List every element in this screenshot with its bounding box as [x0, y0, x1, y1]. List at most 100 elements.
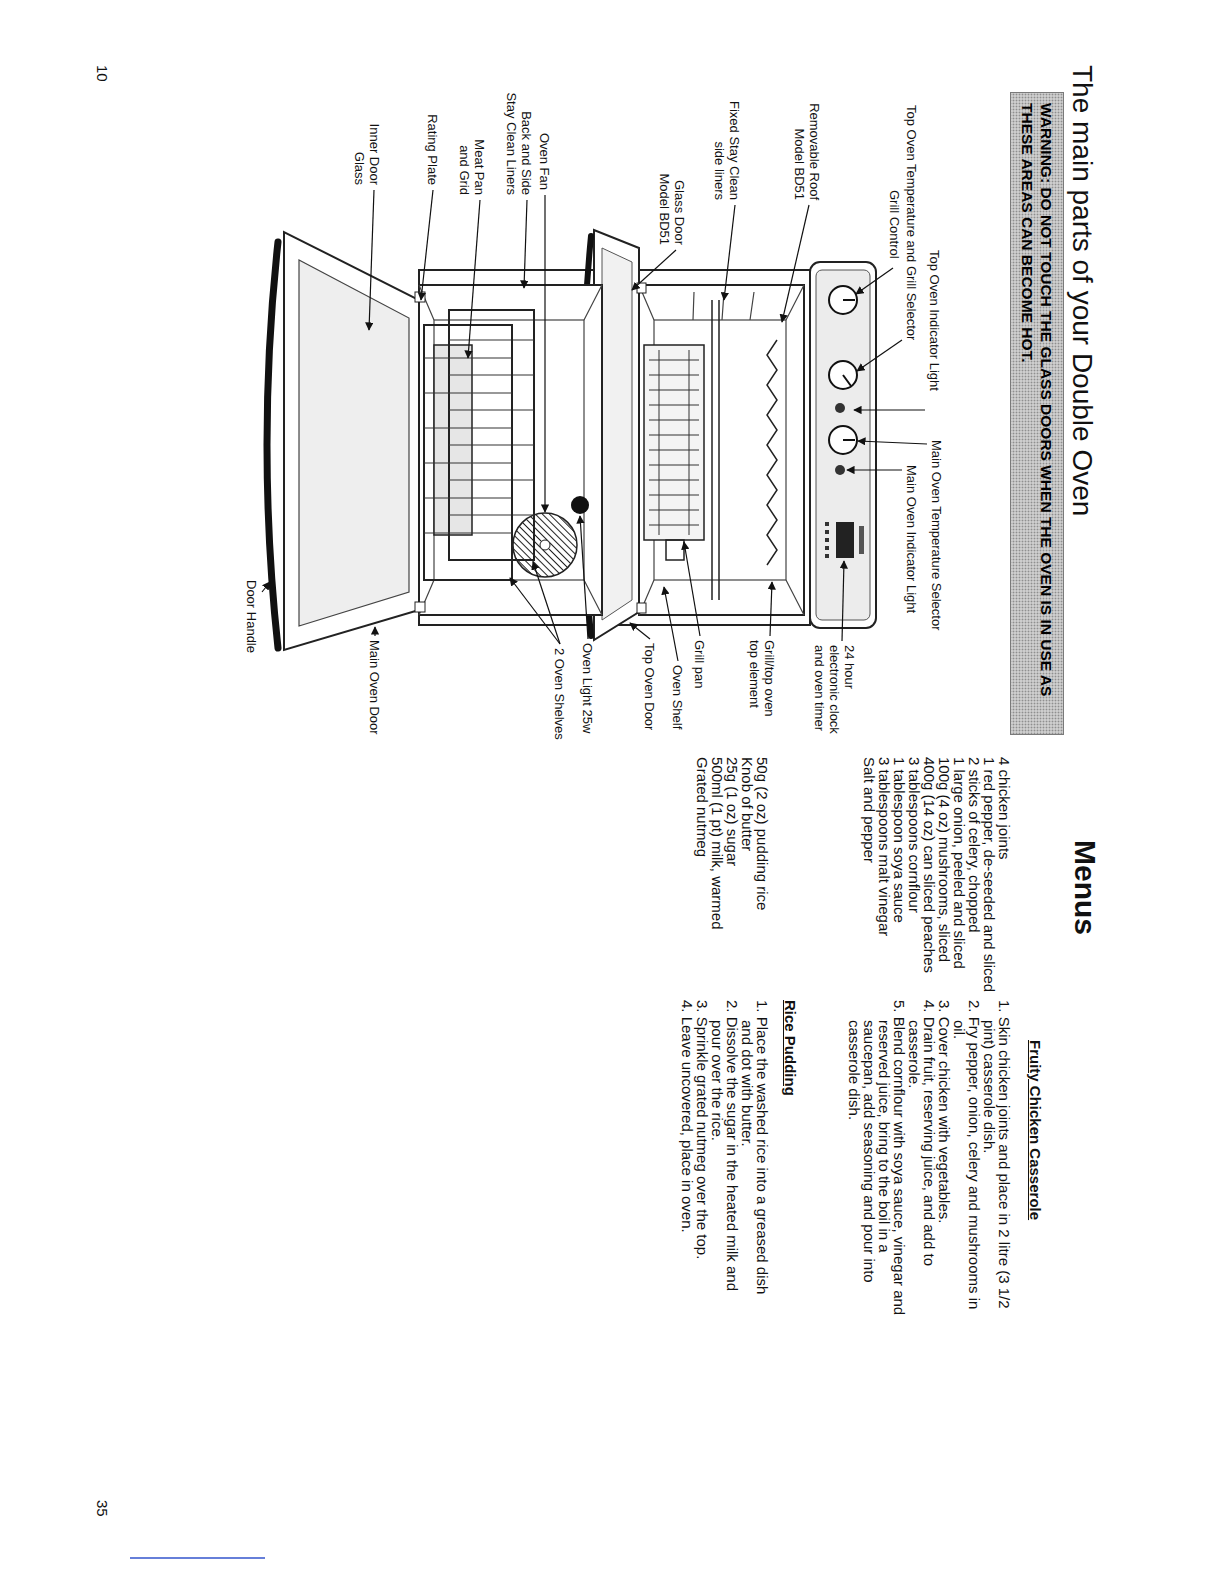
part-label: Grill/top oven top element: [747, 640, 777, 725]
leader-line: [374, 627, 375, 636]
page-number: 10: [95, 65, 110, 82]
leader-line: [684, 542, 700, 636]
leader-line: [524, 200, 527, 288]
clock-display: [836, 522, 854, 558]
part-label: Top Oven Indicator Light: [927, 250, 942, 391]
part-label: 24 hour electronic clock and oven timer: [812, 645, 857, 740]
fan-hub: [540, 540, 550, 550]
ingredient-line: 25g (1 oz) sugar: [725, 757, 740, 997]
method-step: 1. Skin chicken joints and place in 2 li…: [982, 1000, 1012, 1320]
method-step: 2. Fry pepper, onion, celery and mushroo…: [952, 1000, 982, 1320]
page-number: 35: [95, 1500, 110, 1517]
ingredient-line: 3 tablespoons malt vinegar: [877, 757, 892, 997]
leader-line: [724, 205, 735, 300]
oven-light: [571, 496, 589, 514]
oven-fan: [513, 513, 577, 577]
top-oven-shelf: [712, 300, 719, 600]
method-column: 1. Skin chicken joints and place in 2 li…: [847, 1000, 1012, 1320]
leader-line: [544, 195, 545, 512]
part-label: Top Oven Door: [642, 643, 657, 730]
leader-line: [858, 441, 927, 444]
clock-buttons: [825, 522, 829, 558]
ingredient-line: Salt and pepper: [862, 757, 877, 997]
page-title: The main parts of your Double Oven: [1066, 65, 1098, 516]
ingredient-column: 50g (2 oz) pudding riceKnob of butter25g…: [695, 757, 770, 997]
part-label: Door Handle: [244, 580, 259, 653]
warning-text: WARNING: DO NOT TOUCH THE GLASS DOORS WH…: [1018, 103, 1056, 724]
part-label: Top Oven Temperature and Grill Selector: [904, 105, 919, 340]
part-label: Glass Door Model BD51: [657, 165, 687, 245]
grill-pan: [644, 345, 704, 540]
main-oven-door: [284, 232, 419, 650]
grill-grid: [649, 350, 699, 535]
leader-line: [262, 582, 270, 592]
ingredient-line: Knob of butter: [740, 757, 755, 997]
ingredient-line: 1 red pepper, de-seeded and sliced: [982, 757, 997, 997]
part-label: Grill Control: [887, 190, 902, 259]
shelf-bars: [424, 358, 512, 533]
oven-shelf: [424, 325, 512, 580]
ingredient-line: 2 sticks of celery, chopped: [967, 757, 982, 997]
ingredient-line: 1 tablespoon soya sauce: [892, 757, 907, 997]
method-step: 3. Cover chicken with vegetables.: [937, 1000, 952, 1320]
ingredient-line: Grated nutmeg: [695, 757, 710, 997]
part-label: Grill pan: [692, 640, 707, 688]
part-label: Rating Plate: [425, 114, 440, 185]
leader-line: [468, 200, 480, 358]
leader-line: [782, 205, 809, 322]
recipe-heading: Fruity Chicken Casserole: [1028, 1040, 1043, 1220]
part-label: 2 Oven Shelves: [552, 648, 567, 740]
ingredient-line: 1 large onion, peeled and sliced: [952, 757, 967, 997]
leader-line: [664, 587, 678, 661]
leader-line: [842, 561, 844, 641]
main-oven-back: [434, 320, 584, 580]
top-door-glass: [602, 248, 632, 620]
leader-lines: [262, 190, 927, 661]
part-label: Fixed Stay Clean side liners: [712, 92, 742, 200]
part-label: Inner Door Glass: [352, 119, 382, 185]
part-label: Main Oven Temperature Selector: [929, 440, 944, 631]
cavity-edges: [419, 285, 602, 615]
indicator-light: [835, 465, 845, 475]
ingredient-line: 100g (4 oz) mushrooms, sliced: [937, 757, 952, 997]
ingredient-line: 4 chicken joints: [997, 757, 1012, 997]
part-label: Back and Side Stay Clean Liners: [504, 89, 534, 195]
method-step: 1. Place the washed rice into a greased …: [740, 1000, 770, 1320]
part-label: Meat Pan and Grid: [457, 133, 487, 195]
control-panel: [810, 262, 876, 628]
meat-pan: [434, 345, 472, 535]
brand-mark: [859, 526, 864, 554]
leader-line: [857, 340, 902, 371]
inner-door-glass: [299, 260, 409, 626]
main-door-handle: [267, 242, 278, 648]
part-label: Oven Fan: [537, 133, 552, 190]
part-label: Removable Roof Model BD51: [792, 90, 822, 200]
part-label: Main Oven Door: [367, 640, 382, 735]
leader-line: [847, 469, 902, 470]
method-step: 4. Drain fruit, reserving juice, and add…: [907, 1000, 937, 1320]
oven-shelf: [449, 310, 534, 560]
warning-band: WARNING: DO NOT TOUCH THE GLASS DOORS WH…: [1010, 92, 1064, 735]
method-step: 5. Blend cornflour with soya sauce, vine…: [847, 1000, 907, 1320]
main-oven-cavity: [419, 285, 602, 615]
grill-element: [767, 340, 777, 565]
method-step: 3. Sprinkle grated nutmeg over the top.: [695, 1000, 710, 1320]
panel-band: [816, 270, 870, 620]
leader-line: [856, 268, 893, 294]
hinge: [415, 292, 425, 302]
leader-line: [770, 582, 772, 636]
leader-line: [854, 409, 925, 410]
leader-line: [510, 578, 560, 644]
indicator-light: [835, 403, 845, 413]
leader-line: [533, 562, 560, 644]
method-column: 1. Place the washed rice into a greased …: [680, 1000, 770, 1320]
part-label: Main Oven Indicator Light: [904, 465, 919, 613]
part-label: Oven Shelf: [670, 665, 685, 729]
section-heading: Menus: [1068, 840, 1102, 935]
ingredient-line: 400g (14 oz) can sliced peaches: [922, 757, 937, 997]
hinge: [637, 603, 646, 613]
ingredient-line: 3 tablespoons cornflour: [907, 757, 922, 997]
leader-line: [632, 250, 676, 290]
leader-line: [630, 623, 650, 639]
